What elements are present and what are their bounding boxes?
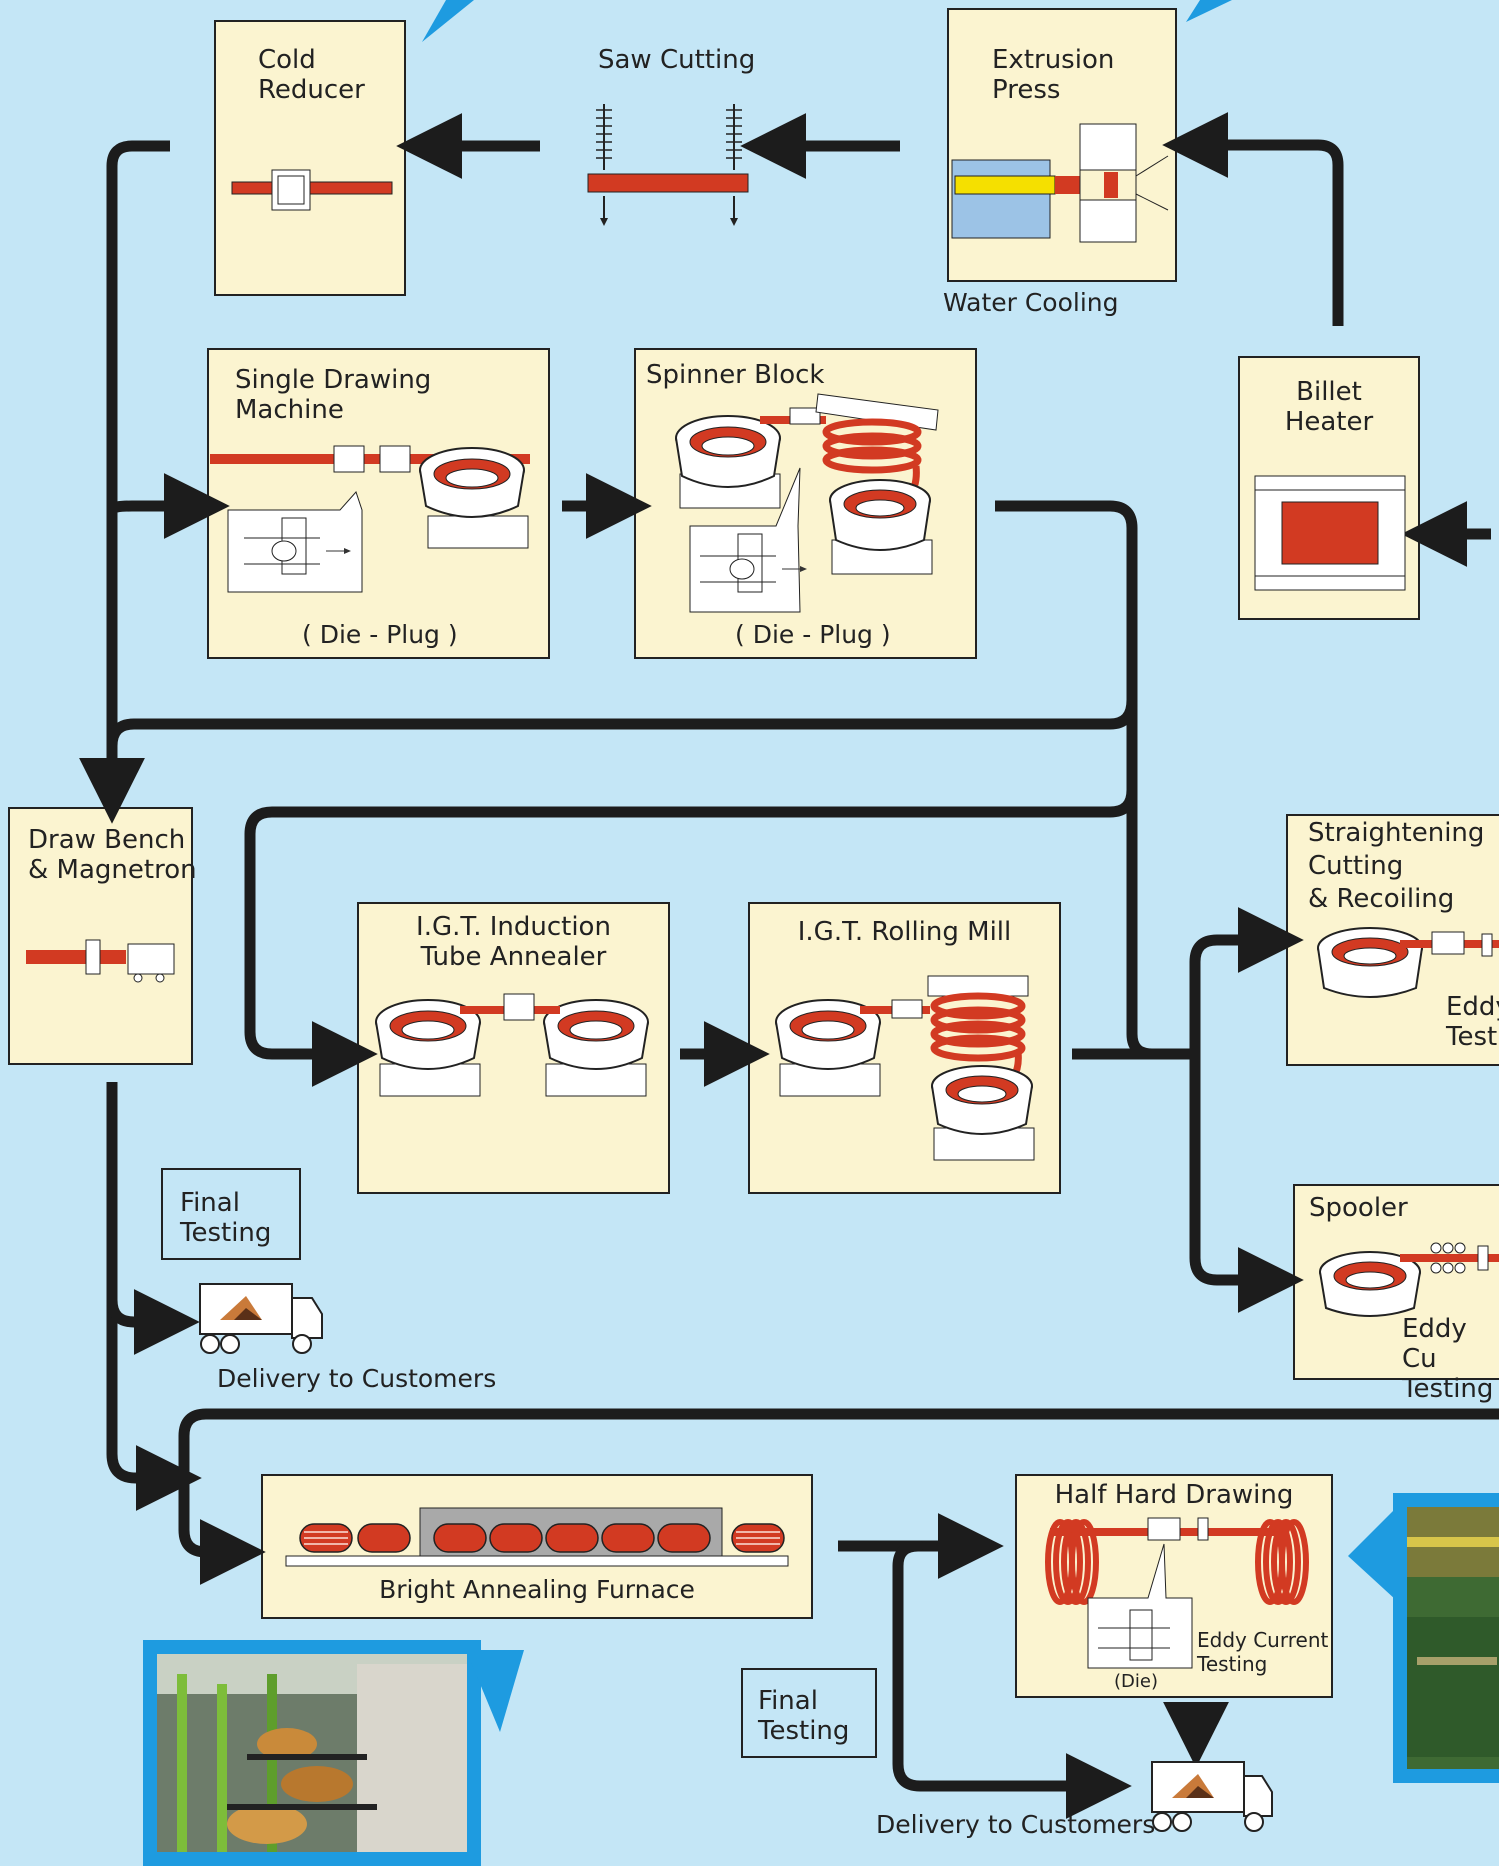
arrow-to-spooler [1189,1054,1304,1313]
spinner-block-drawing [675,393,939,613]
billet-heater-drawing [1254,475,1406,591]
factory-photo-right [1393,1493,1499,1783]
single-drawing-title: Single Drawing Machine [235,365,432,425]
arrow-to-straightening [1189,907,1304,1054]
spooler-drawing [1319,1242,1499,1317]
arrow-to-delivery-2 [892,1540,1132,1819]
spinner-block-title: Spinner Block [646,360,825,390]
single-drawing-machine-drawing [210,445,530,593]
saw-cutting-drawing [587,104,749,226]
single-drawing-caption: ( Die - Plug ) [302,620,458,649]
igt-annealer-title: I.G.T. Induction Tube Annealer [416,912,611,972]
extrusion-press-title: Extrusion Press [992,45,1115,105]
arrow-return-to-furnace [178,1408,1499,1585]
line-return-to-draw-bench [106,699,1138,747]
half-hard-eddy-note: Eddy Current Testing [1197,1628,1329,1676]
callout-pointer-bottom-right [1348,1508,1396,1600]
spooler-eddy-note: Eddy Cu Testing [1402,1314,1494,1404]
factory-photo-left-image [157,1654,467,1852]
delivery-2-label: Delivery to Customers [876,1810,1156,1839]
final-testing-1-box [161,1168,301,1260]
delivery-truck-2-icon [1151,1761,1273,1832]
draw-bench-drawing [26,939,175,983]
straightening-eddy-note: Eddy Testi [1446,992,1499,1052]
water-cooling-caption: Water Cooling [943,288,1119,317]
half-hard-title: Half Hard Drawing [1054,1480,1294,1510]
spinner-block-caption: ( Die - Plug ) [735,620,891,649]
callout-pointer-top-left [422,0,474,42]
callout-pointer-top-right [1186,0,1232,22]
straightening-title: Straightening Cutting & Recoiling [1308,818,1485,914]
factory-photo-left [143,1640,481,1866]
igt-rolling-mill-drawing [775,975,1035,1161]
arrow-to-igt-annealer [244,789,1138,1087]
igt-annealer-drawing [375,993,649,1097]
final-testing-2-title: Final Testing [758,1686,850,1746]
callout-pointer-bottom-left [466,1650,524,1732]
draw-bench-title: Draw Bench & Magnetron [28,825,197,885]
half-hard-die-label: (Die) [1114,1671,1158,1692]
bright-annealing-furnace-drawing [285,1507,789,1567]
saw-cutting-title: Saw Cutting [598,45,756,75]
bright-annealing-title: Bright Annealing Furnace [379,1575,695,1604]
factory-photo-right-image [1407,1507,1499,1769]
half-hard-drawing-drawing [1045,1517,1309,1669]
draw-bench-box [8,807,193,1065]
delivery-truck-1-icon [199,1283,323,1354]
arrow-reducer-to-single-drawing [106,140,230,539]
cold-reducer-drawing [231,169,393,211]
cold-reducer-title: Cold Reducer [258,45,365,105]
spooler-title: Spooler [1309,1193,1408,1223]
straightening-drawing [1317,927,1499,998]
arrow-billet-to-extrusion [1162,112,1344,326]
delivery-1-label: Delivery to Customers [217,1364,497,1393]
billet-heater-title: Billet Heater [1284,377,1374,437]
igt-rolling-title: I.G.T. Rolling Mill [797,917,1012,947]
cold-reducer-box [214,20,406,296]
extrusion-press-box [947,8,1177,282]
arrow-to-delivery-1 [106,1289,200,1355]
arrow-draw-bench-down [106,1082,202,1511]
line-spinner-down [995,500,1190,1060]
extrusion-press-drawing [951,123,1169,243]
final-testing-2-box [741,1668,877,1758]
final-testing-1-title: Final Testing [180,1188,272,1248]
